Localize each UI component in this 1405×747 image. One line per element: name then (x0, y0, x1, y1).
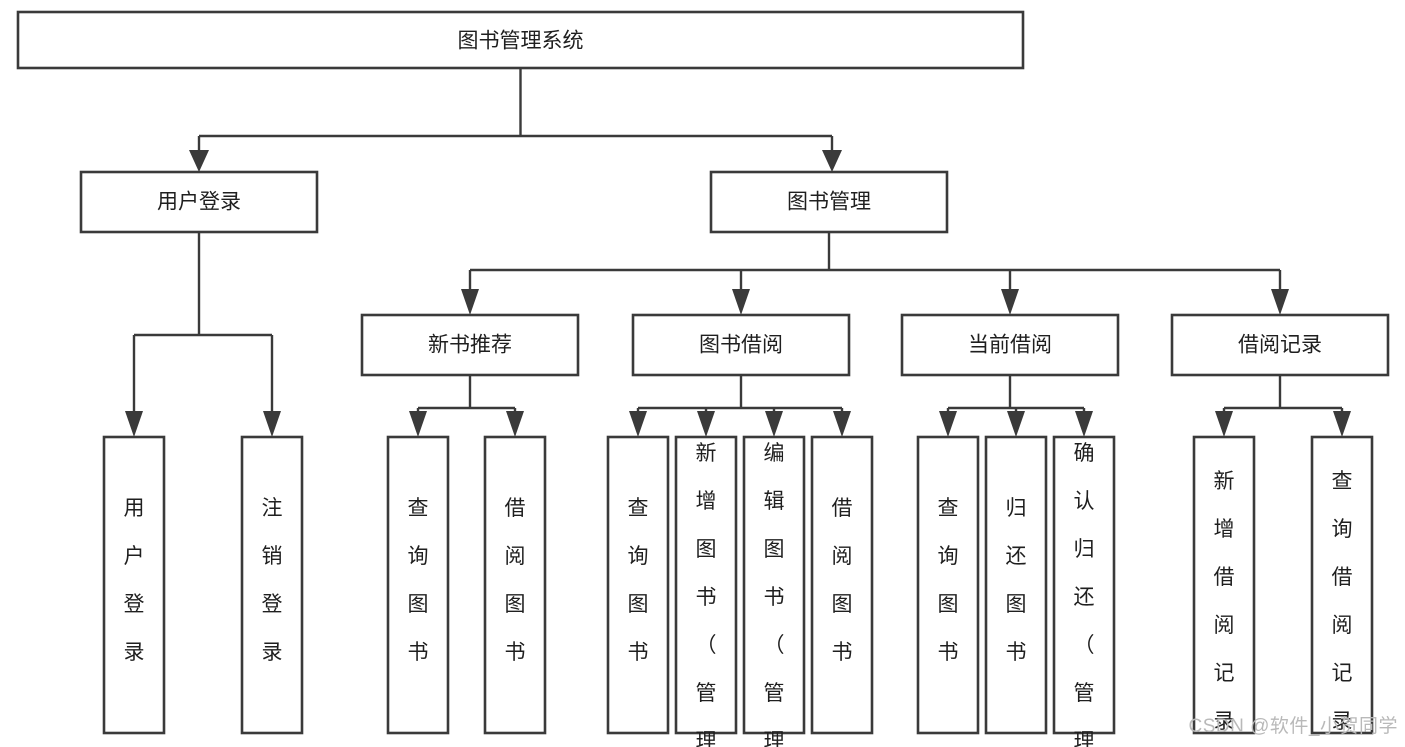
node-leaf-query-book-current-box[interactable] (916, 435, 980, 735)
arrowhead-leaf-return-book (1007, 411, 1025, 437)
node-leaf-query-book-recommend-box[interactable] (386, 435, 450, 735)
node-book-borrow[interactable]: 图书借阅 (631, 313, 851, 377)
arrowhead-leaf-add-book-admin (697, 411, 715, 437)
node-current-borrow[interactable]: 当前借阅 (900, 313, 1120, 377)
arrowhead-current-borrow (1001, 289, 1019, 315)
node-leaf-borrow-book-recommend-label: 借阅图书 (505, 497, 526, 664)
node-leaf-add-book-admin-box[interactable] (674, 435, 738, 735)
node-leaf-return-book-label: 归还图书 (1006, 497, 1027, 664)
node-root-label: 图书管理系统 (458, 30, 584, 53)
arrowhead-leaf-query-book-current (939, 411, 957, 437)
node-leaf-logout-login-label: 注销登录 (262, 497, 283, 664)
arrowhead-leaf-query-borrow-record (1333, 411, 1351, 437)
node-leaf-query-borrow-record-box[interactable] (1310, 435, 1374, 735)
node-leaf-user-login-box[interactable] (102, 435, 166, 735)
node-root[interactable]: 图书管理系统 (16, 10, 1025, 70)
node-leaf-borrow-book-recommend-box[interactable] (483, 435, 547, 735)
arrowhead-leaf-borrow-book (833, 411, 851, 437)
node-book-borrow-label: 图书借阅 (699, 334, 783, 357)
node-leaf-add-book-admin[interactable]: 新增图书（管理员） (674, 435, 738, 747)
node-book-borrow-box[interactable] (631, 313, 851, 377)
node-leaf-query-borrow-record-label: 查询借阅记录 (1332, 470, 1353, 733)
arrowhead-leaf-query-book-borrow (629, 411, 647, 437)
arrowhead-leaf-query-book-recommend (409, 411, 427, 437)
node-leaf-borrow-book-box[interactable] (810, 435, 874, 735)
node-leaf-return-book-box[interactable] (984, 435, 1048, 735)
node-leaf-confirm-return-admin-label: 确认归还（管理员） (1074, 442, 1095, 747)
arrowhead-leaf-edit-book-admin (765, 411, 783, 437)
node-current-borrow-label: 当前借阅 (968, 334, 1052, 357)
arrowhead-leaf-borrow-book-recommend (506, 411, 524, 437)
node-leaf-query-book-borrow[interactable]: 查询图书 (606, 435, 670, 735)
node-leaf-user-login[interactable]: 用户登录 (102, 435, 166, 735)
arrowhead-leaf-user-login (125, 411, 143, 437)
arrowhead-new-book-recommend (461, 289, 479, 315)
arrowhead-leaf-confirm-return-admin (1075, 411, 1093, 437)
node-book-management-label: 图书管理 (787, 191, 871, 214)
node-leaf-query-borrow-record[interactable]: 查询借阅记录 (1310, 435, 1374, 735)
arrowhead-book-borrow (732, 289, 750, 315)
node-user-login-label: 用户登录 (157, 191, 241, 214)
node-leaf-query-book-borrow-label: 查询图书 (628, 497, 649, 664)
node-leaf-add-borrow-record[interactable]: 新增借阅记录 (1192, 435, 1256, 735)
node-leaf-query-book-recommend[interactable]: 查询图书 (386, 435, 450, 735)
node-leaf-return-book[interactable]: 归还图书 (984, 435, 1048, 735)
node-user-login-box[interactable] (79, 170, 319, 234)
node-new-book-recommend-label: 新书推荐 (428, 334, 512, 357)
arrowhead-book-management (822, 150, 842, 172)
node-leaf-logout-login[interactable]: 注销登录 (240, 435, 304, 735)
node-leaf-borrow-book[interactable]: 借阅图书 (810, 435, 874, 735)
node-borrow-record[interactable]: 借阅记录 (1170, 313, 1390, 377)
node-new-book-recommend-box[interactable] (360, 313, 580, 377)
node-borrow-record-box[interactable] (1170, 313, 1390, 377)
node-leaf-add-borrow-record-box[interactable] (1192, 435, 1256, 735)
node-book-management[interactable]: 图书管理 (709, 170, 949, 234)
csdn-watermark: CSDN @软件_小贺同学 (1189, 715, 1398, 737)
node-root-box[interactable] (16, 10, 1025, 70)
arrowhead-leaf-logout-login (263, 411, 281, 437)
node-leaf-query-book-current-label: 查询图书 (938, 497, 959, 664)
node-leaf-borrow-book-recommend[interactable]: 借阅图书 (483, 435, 547, 735)
node-leaf-add-borrow-record-label: 新增借阅记录 (1214, 470, 1235, 733)
arrowhead-leaf-add-borrow-record (1215, 411, 1233, 437)
node-leaf-edit-book-admin-box[interactable] (742, 435, 806, 735)
node-leaf-confirm-return-admin[interactable]: 确认归还（管理员） (1052, 435, 1116, 747)
node-leaf-confirm-return-admin-box[interactable] (1052, 435, 1116, 735)
node-current-borrow-box[interactable] (900, 313, 1120, 377)
node-leaf-add-book-admin-label: 新增图书（管理员） (696, 442, 717, 747)
node-new-book-recommend[interactable]: 新书推荐 (360, 313, 580, 377)
node-user-login[interactable]: 用户登录 (79, 170, 319, 234)
node-book-management-box[interactable] (709, 170, 949, 234)
connector-layer (125, 68, 1351, 437)
node-leaf-logout-login-box[interactable] (240, 435, 304, 735)
node-leaf-query-book-recommend-label: 查询图书 (408, 497, 429, 664)
node-leaf-query-book-borrow-box[interactable] (606, 435, 670, 735)
node-leaf-edit-book-admin-label: 编辑图书（管理员） (764, 442, 785, 747)
node-borrow-record-label: 借阅记录 (1238, 334, 1322, 357)
arrowhead-borrow-record (1271, 289, 1289, 315)
node-leaf-query-book-current[interactable]: 查询图书 (916, 435, 980, 735)
node-leaf-edit-book-admin[interactable]: 编辑图书（管理员） (742, 435, 806, 747)
node-leaf-user-login-label: 用户登录 (124, 497, 145, 664)
arrowhead-user-login (189, 150, 209, 172)
node-leaf-borrow-book-label: 借阅图书 (832, 497, 853, 664)
